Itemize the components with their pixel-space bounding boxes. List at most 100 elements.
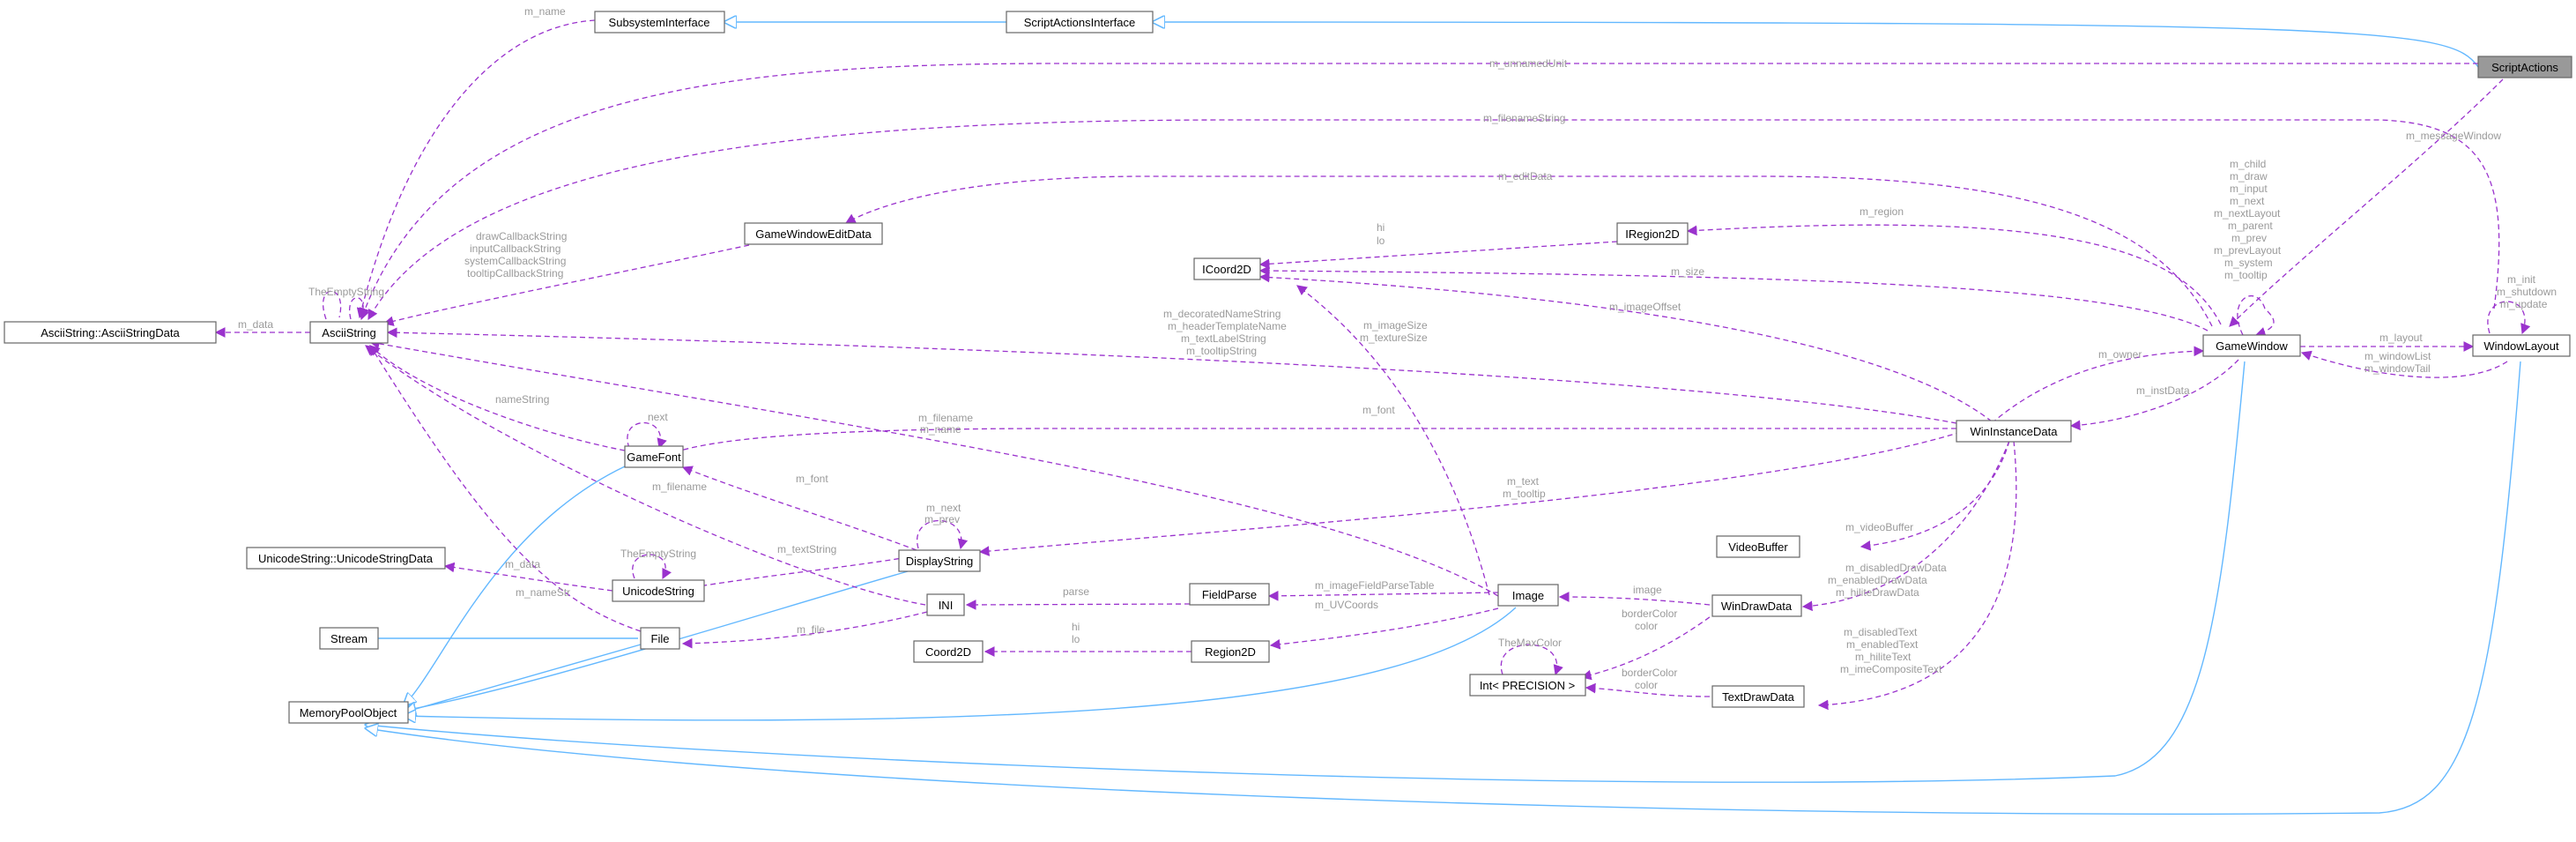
node-file[interactable]: File xyxy=(640,627,680,650)
svg-text:GameWindowEditData: GameWindowEditData xyxy=(755,227,872,241)
node-iregion2d[interactable]: IRegion2D xyxy=(1616,222,1689,245)
edge-gamefont-next xyxy=(627,421,667,450)
label-drawcallbackstring: drawCallbackString xyxy=(476,230,567,242)
node-region2d[interactable]: Region2D xyxy=(1191,640,1270,663)
svg-text:SubsystemInterface: SubsystemInterface xyxy=(609,16,710,29)
label-m-system: m_system xyxy=(2224,257,2273,269)
label-m-file: m_file xyxy=(797,623,825,636)
node-videobuffer[interactable]: VideoBuffer xyxy=(1716,535,1800,558)
node-scriptactions[interactable]: ScriptActions xyxy=(2477,56,2572,78)
node-subsysteminterface[interactable]: SubsystemInterface xyxy=(594,11,725,34)
edge-image-to-memorypool xyxy=(404,607,1517,720)
edge-messagewindow xyxy=(2229,78,2504,327)
node-windrawdata[interactable]: WinDrawData xyxy=(1711,594,1802,617)
svg-text:DisplayString: DisplayString xyxy=(906,555,974,568)
label-m-update: m_update xyxy=(2500,298,2548,310)
label-m-hilitedrawdata: m_hiliteDrawData xyxy=(1836,586,1919,599)
label-m-windowlist: m_windowList xyxy=(2364,350,2431,362)
label-m-imageoffset: m_imageOffset xyxy=(1609,301,1681,313)
label-inputcallbackstring: inputCallbackString xyxy=(470,242,560,255)
svg-text:GameWindow: GameWindow xyxy=(2216,339,2288,353)
label-coord-lo: lo xyxy=(1072,633,1080,645)
node-memorypoolobject[interactable]: MemoryPoolObject xyxy=(288,701,409,724)
node-unicodestring[interactable]: UnicodeString xyxy=(612,579,705,602)
node-gamewindoweditdata[interactable]: GameWindowEditData xyxy=(744,222,883,245)
nodes: ScriptActions ScriptActionsInterface Sub… xyxy=(4,11,2572,724)
usage-edges xyxy=(214,19,2531,711)
edge-ini-filename xyxy=(365,345,926,606)
edge-text-tooltip xyxy=(978,431,1962,556)
label-m-headertemplatename: m_headerTemplateName xyxy=(1168,320,1287,332)
edge-instdata xyxy=(2069,359,2239,431)
node-icoord2d[interactable]: ICoord2D xyxy=(1193,257,1261,280)
node-windowlayout[interactable]: WindowLayout xyxy=(2472,334,2571,357)
edge-region xyxy=(1686,224,2222,325)
edge-file-namestr xyxy=(369,345,642,632)
label-m-shutdown: m_shutdown xyxy=(2497,286,2557,298)
label-m-size: m_size xyxy=(1671,265,1704,278)
svg-text:MemoryPoolObject: MemoryPoolObject xyxy=(300,706,397,719)
label-text-bordercolor: borderColor xyxy=(1622,667,1677,679)
label-text-strings: m_disabledText m_enabledText m_hiliteTex… xyxy=(1840,626,1942,675)
label-m-nextlayout: m_nextLayout xyxy=(2214,207,2281,220)
node-scriptactionsinterface[interactable]: ScriptActionsInterface xyxy=(1006,11,1154,34)
node-ini[interactable]: INI xyxy=(926,593,965,616)
label-next: next xyxy=(648,411,668,423)
node-int-precision[interactable]: Int< PRECISION > xyxy=(1469,674,1586,697)
node-asciistring[interactable]: AsciiString xyxy=(309,321,389,344)
label-m-parent: m_parent xyxy=(2228,220,2273,232)
label-coord-hi: hi xyxy=(1072,621,1080,633)
label-m-enabledtext: m_enabledText xyxy=(1846,638,1919,651)
edge-image-filename-name xyxy=(368,339,1499,597)
label-gamewindow-self: m_child m_draw m_input m_next m_nextLayo… xyxy=(2214,158,2282,281)
node-asciistringdata[interactable]: AsciiString::AsciiStringData xyxy=(4,321,217,344)
svg-text:WindowLayout: WindowLayout xyxy=(2483,339,2559,353)
edge-textstring xyxy=(681,556,909,592)
svg-text:File: File xyxy=(651,632,670,645)
svg-text:IRegion2D: IRegion2D xyxy=(1625,227,1679,241)
node-displaystring[interactable]: DisplayString xyxy=(898,549,981,572)
label-ds-m-prev: m_prev xyxy=(924,513,960,525)
edge-windrawdata-image xyxy=(1558,592,1711,606)
node-unicodestringdata[interactable]: UnicodeString::UnicodeStringData xyxy=(246,547,446,570)
label-m-draw: m_draw xyxy=(2230,170,2268,183)
label-m-decoratednamestring: m_decoratedNameString xyxy=(1163,308,1281,320)
node-coord2d[interactable]: Coord2D xyxy=(913,640,984,663)
label-m-input: m_input xyxy=(2230,183,2268,195)
node-stream[interactable]: Stream xyxy=(319,627,379,650)
label-m-text: m_text xyxy=(1507,475,1540,488)
label-theemptystring: TheEmptyString xyxy=(308,286,384,298)
svg-text:WinInstanceData: WinInstanceData xyxy=(1971,425,2059,438)
label-m-hilitetext: m_hiliteText xyxy=(1855,651,1912,663)
edge-videobuffer xyxy=(1860,440,2010,551)
edge-gamewindow-to-memorypool xyxy=(366,361,2246,783)
label-m-tooltip: m_tooltip xyxy=(2224,269,2268,281)
node-wininstancedata[interactable]: WinInstanceData xyxy=(1956,420,2072,443)
svg-text:Int< PRECISION >: Int< PRECISION > xyxy=(1480,679,1575,692)
label-color: color xyxy=(1635,620,1658,632)
label-m-textlabelstring: m_textLabelString xyxy=(1181,332,1266,345)
edge-callback-strings xyxy=(382,244,750,326)
label-m-videobuffer: m_videoBuffer xyxy=(1845,521,1913,533)
label-drawdata-strings: m_disabledDrawData m_enabledDrawData m_h… xyxy=(1828,562,1947,599)
svg-text:UnicodeString: UnicodeString xyxy=(622,585,694,598)
svg-text:FieldParse: FieldParse xyxy=(1202,588,1257,601)
node-gamefont[interactable]: GameFont xyxy=(624,445,684,468)
edge-subsystem-name xyxy=(356,19,596,319)
edge-wininstance-strings xyxy=(386,327,1957,424)
node-image[interactable]: Image xyxy=(1497,584,1559,607)
svg-text:Stream: Stream xyxy=(330,632,367,645)
node-fieldparse[interactable]: FieldParse xyxy=(1189,583,1270,606)
edge-windrawdata-color xyxy=(1580,611,1718,681)
edge-gw-self xyxy=(2237,295,2275,338)
edge-labels: m_name m_unnamedUnit m_filenameString m_… xyxy=(238,5,2557,691)
edge-gamefont-to-memorypool xyxy=(404,466,626,705)
svg-text:ScriptActionsInterface: ScriptActionsInterface xyxy=(1024,16,1135,29)
label-m-imecompositetext: m_imeCompositeText xyxy=(1840,663,1942,675)
label-m-filenamestring: m_filenameString xyxy=(1483,112,1565,124)
label-lo: lo xyxy=(1377,235,1385,247)
node-textdrawdata[interactable]: TextDrawData xyxy=(1711,685,1805,708)
node-gamewindow[interactable]: GameWindow xyxy=(2202,334,2301,357)
label-m-owner: m_owner xyxy=(2098,348,2142,361)
edge-windowlist xyxy=(2300,350,2508,378)
